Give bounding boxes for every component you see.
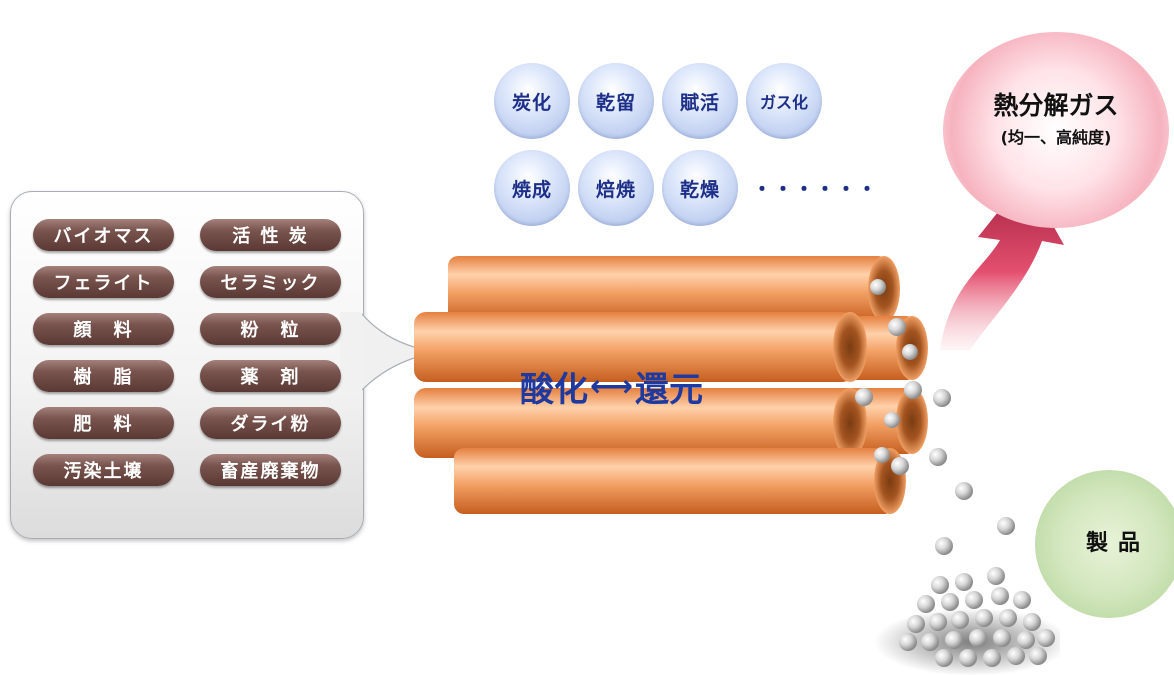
material-pill: 顔 料 <box>33 313 174 345</box>
process-ellipsis: ・・・・・・ <box>752 177 878 201</box>
process-bubble: 乾燥 <box>662 150 738 226</box>
material-pill: 薬 剤 <box>200 360 341 392</box>
rotary-tube-bundle <box>414 256 928 514</box>
material-pill: バイオマス <box>33 219 174 251</box>
process-bubble: ガス化 <box>746 63 822 139</box>
material-pill: 畜産廃棄物 <box>200 454 341 486</box>
process-bubble: 焼成 <box>494 150 570 226</box>
product-particle-pile <box>874 389 1060 675</box>
material-pill: セラミック <box>200 266 341 298</box>
reaction-label: 酸化 ⟷ 還元 <box>520 362 760 410</box>
process-bubble: 賦活 <box>662 63 738 139</box>
process-bubble: 焙焼 <box>578 150 654 226</box>
material-pill: 粉 粒 <box>200 313 341 345</box>
process-bubble: 乾留 <box>578 63 654 139</box>
panel-pointer <box>340 312 439 392</box>
tube-front-lower <box>414 388 867 458</box>
gas-glow <box>943 32 1169 228</box>
falling-particles <box>855 279 922 475</box>
process-bubble: 炭化 <box>494 63 570 139</box>
material-pill: 汚染土壌 <box>33 454 174 486</box>
bidirectional-arrow-icon: ⟷ <box>590 368 634 404</box>
tube-front-upper <box>414 312 867 382</box>
gas-title: 熱分解ガス <box>993 91 1119 120</box>
material-pill: 樹 脂 <box>33 360 174 392</box>
oxidation-text: 酸化 <box>520 369 588 410</box>
material-pill: 肥 料 <box>33 407 174 439</box>
material-pill: ダライ粉 <box>200 407 341 439</box>
gas-subtitle: (均一、高純度) <box>1000 128 1112 147</box>
material-list: バイオマス 活 性 炭 フェライト セラミック 顔 料 粉 粒 樹 脂 薬 剤 … <box>33 219 341 486</box>
tube-bottom <box>454 448 906 514</box>
material-pill: 活 性 炭 <box>200 219 341 251</box>
product-glow <box>1035 470 1174 618</box>
product-label: 製品 <box>1085 531 1150 556</box>
material-pill: フェライト <box>33 266 174 298</box>
tube-back-top <box>448 256 900 322</box>
reduction-text: 還元 <box>635 369 704 410</box>
